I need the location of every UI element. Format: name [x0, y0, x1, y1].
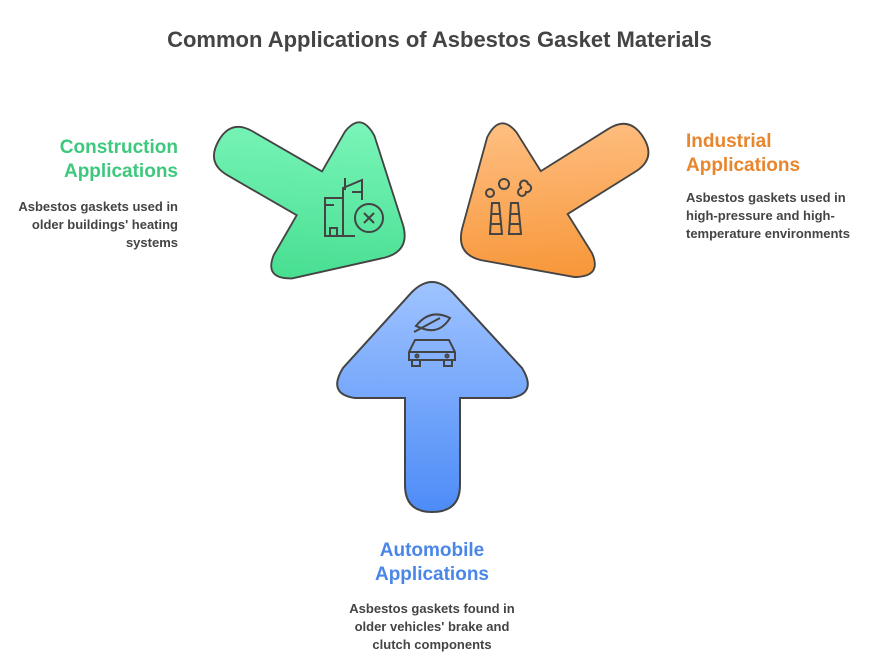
industrial-arrow	[416, 61, 691, 325]
diagram-title: Common Applications of Asbestos Gasket M…	[167, 27, 712, 52]
industrial-description: Asbestos gaskets used in high-pressure a…	[686, 190, 850, 241]
building-cancel-icon	[324, 178, 384, 237]
industrial-heading: Industrial Applications	[686, 131, 801, 176]
construction-heading: Construction Applications	[59, 137, 178, 182]
automobile-heading: Automobile Applications	[374, 540, 489, 585]
construction-arrow	[173, 64, 447, 324]
eco-car-icon	[408, 313, 456, 367]
automobile-description: Asbestos gaskets found in older vehicles…	[349, 601, 515, 652]
construction-description: Asbestos gaskets used in older buildings…	[18, 199, 178, 250]
factory-smokestack-icon	[485, 178, 533, 235]
automobile-arrow	[336, 281, 529, 513]
